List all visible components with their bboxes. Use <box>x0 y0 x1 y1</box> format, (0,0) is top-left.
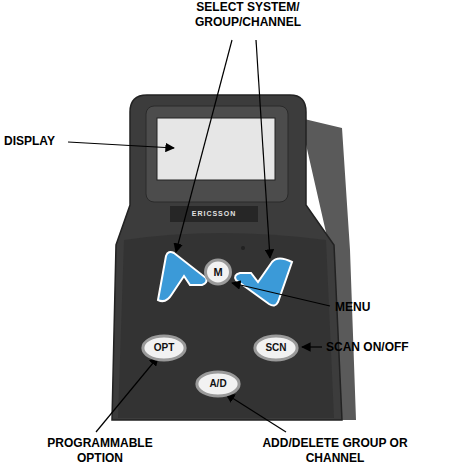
display-screen <box>157 118 275 180</box>
add-delete-button: A/D <box>196 371 240 397</box>
button-outline <box>255 336 297 360</box>
callout-label: SCAN ON/OFF <box>326 340 456 355</box>
leader-line <box>302 346 322 347</box>
button-label: M <box>213 267 222 278</box>
display-bezel <box>146 106 288 202</box>
keypad-panel <box>118 233 334 418</box>
leader-line <box>232 283 330 306</box>
leader-line <box>226 394 286 432</box>
scan-button: SCN <box>254 335 298 361</box>
indicator-led <box>241 246 245 250</box>
option-button: OPT <box>142 335 186 361</box>
button-label: OPT <box>154 343 175 353</box>
leader-line <box>96 357 158 432</box>
leader-line <box>68 142 174 148</box>
arrow-key-right <box>235 259 292 306</box>
callout-label: DISPLAY <box>4 134 68 149</box>
brand-name: ERICSSON <box>172 209 256 219</box>
callout-label: SELECT SYSTEM/ GROUP/CHANNEL <box>178 0 318 30</box>
leader-line <box>176 40 232 252</box>
button-label: SCN <box>265 343 286 353</box>
menu-button: M <box>205 259 231 285</box>
callout-label: MENU <box>335 300 395 315</box>
button-outline <box>206 260 231 284</box>
callout-label: ADD/DELETE GROUP OR CHANNEL <box>250 436 420 466</box>
leader-line <box>256 40 270 258</box>
button-outline <box>197 372 239 396</box>
arrow-key-left <box>158 252 207 301</box>
callout-label: PROGRAMMABLE OPTION <box>40 436 160 466</box>
button-outline <box>143 336 185 360</box>
brand-plate <box>170 206 258 222</box>
button-label: A/D <box>209 379 226 389</box>
